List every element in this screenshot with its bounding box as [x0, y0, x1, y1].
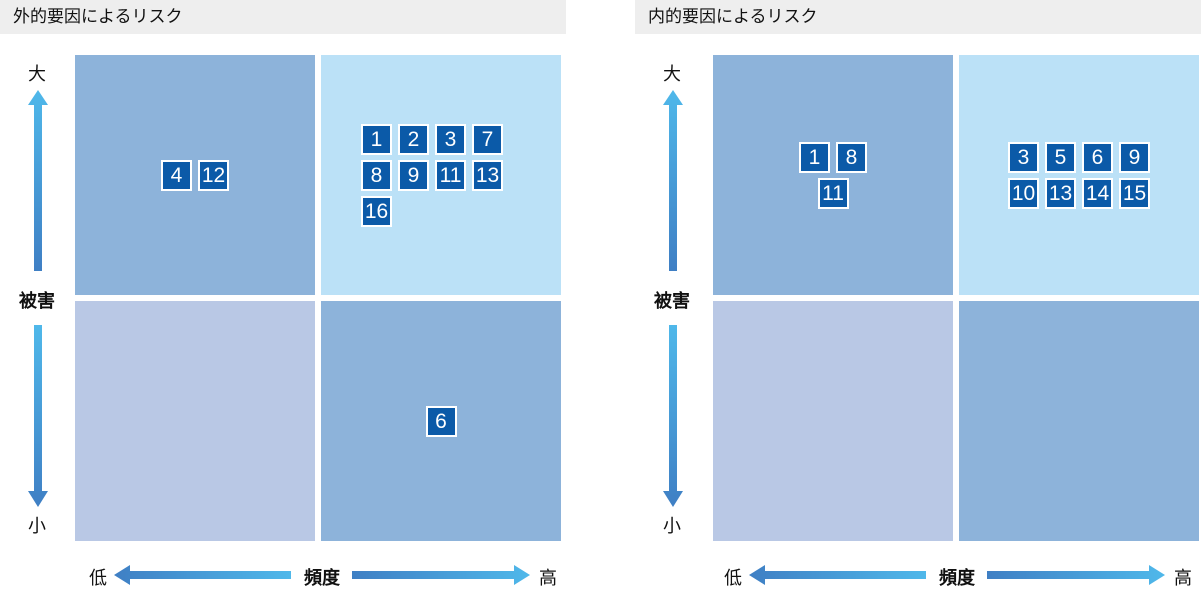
y-axis-low-label: 小 [28, 516, 46, 537]
risk-number-badge: 7 [472, 123, 503, 155]
y-axis-high-label: 大 [28, 64, 46, 85]
quadrant-low-impact-high-frequency: 6 [321, 301, 561, 541]
risk-number-badge: 15 [1119, 177, 1150, 209]
risk-number-badge: 13 [472, 159, 503, 191]
left-arrow-icon [749, 565, 926, 585]
risk-number-badge: 1 [799, 141, 830, 173]
x-axis-low-label: 低 [89, 568, 107, 589]
risk-number-badge: 9 [1119, 141, 1150, 173]
risk-number-badge: 6 [1082, 141, 1113, 173]
right-arrow-icon [987, 565, 1165, 585]
risk-number-badge: 8 [361, 159, 392, 191]
x-axis-label: 頻度 [304, 568, 340, 589]
risk-number-badge: 14 [1082, 177, 1113, 209]
risk-number-badge: 3 [1008, 141, 1039, 173]
risk-number-badge: 1 [361, 123, 392, 155]
risk-number-badge: 11 [817, 177, 849, 209]
risk-number-badge: 13 [1045, 177, 1076, 209]
x-axis-low-label: 低 [724, 568, 742, 589]
panel-title: 外的要因によるリスク [0, 0, 566, 34]
panel-title: 内的要因によるリスク [635, 0, 1201, 34]
up-arrow-icon [663, 90, 683, 271]
risk-number-badge: 2 [398, 123, 429, 155]
up-arrow-icon [28, 90, 48, 271]
risk-number-badge: 8 [836, 141, 867, 173]
quadrant-low-impact-low-frequency [713, 301, 953, 541]
down-arrow-icon [663, 325, 683, 507]
x-axis-high-label: 高 [539, 568, 557, 589]
x-axis-label: 頻度 [939, 568, 975, 589]
risk-number-badge: 10 [1008, 177, 1039, 209]
risk-number-badge: 3 [435, 123, 466, 155]
quadrant-low-impact-low-frequency [75, 301, 315, 541]
x-axis-high-label: 高 [1174, 568, 1192, 589]
left-arrow-icon [114, 565, 291, 585]
risk-number-badge: 9 [398, 159, 429, 191]
y-axis-label: 被害 [19, 291, 55, 312]
quadrant-low-impact-high-frequency [959, 301, 1199, 541]
risk-number-badge: 5 [1045, 141, 1076, 173]
risk-number-badge: 11 [435, 159, 466, 191]
y-axis-high-label: 大 [663, 64, 681, 85]
risk-number-badge: 16 [361, 195, 392, 227]
risk-number-badge: 4 [161, 159, 192, 191]
risk-number-badge: 12 [198, 159, 229, 191]
risk-number-badge: 6 [425, 405, 457, 437]
y-axis-low-label: 小 [663, 516, 681, 537]
down-arrow-icon [28, 325, 48, 507]
y-axis-label: 被害 [654, 291, 690, 312]
right-arrow-icon [352, 565, 530, 585]
